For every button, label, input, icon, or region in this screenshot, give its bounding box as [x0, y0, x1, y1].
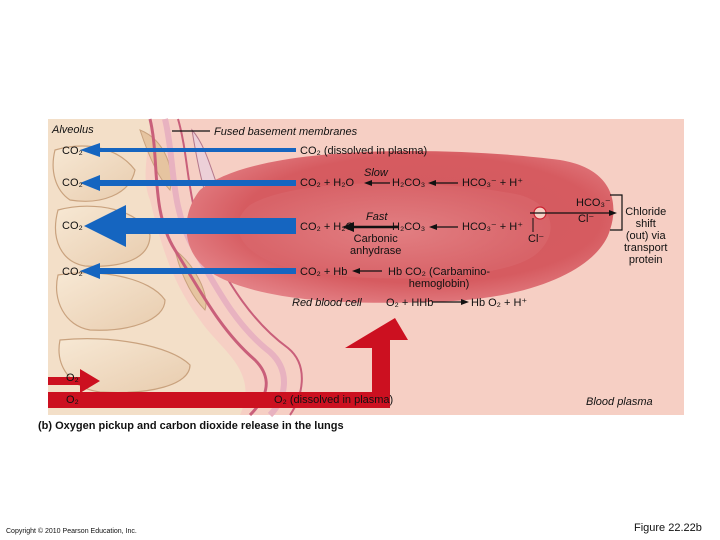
- eq4-left: O₂ + HHb: [386, 297, 434, 309]
- eq2-ions: HCO₃⁻ + H⁺: [462, 221, 524, 233]
- chloride-shift-label: Chloride shift (out) via transport prote…: [624, 206, 668, 266]
- eq1-left: CO₂ + H₂O: [300, 177, 355, 189]
- co2-label-2: CO₂: [62, 177, 83, 189]
- co2-arrow-4: [80, 263, 296, 279]
- slow-label: Slow: [364, 167, 388, 179]
- eq3-left: CO₂ + Hb: [300, 266, 348, 278]
- fused-membranes-label: Fused basement membranes: [214, 126, 358, 138]
- carbonic-anhydrase-label: Carbonic anhydrase: [350, 233, 402, 257]
- blood-plasma-label: Blood plasma: [586, 396, 653, 408]
- eq2-left: CO₂ + H₂O: [300, 221, 355, 233]
- red-blood-cell-label: Red blood cell: [292, 297, 362, 309]
- alveolus-label: Alveolus: [52, 124, 94, 136]
- o2-label-2: O₂: [66, 394, 79, 406]
- eq2-mid: H₂CO₃: [392, 221, 426, 233]
- co2-arrow-1: [80, 143, 296, 157]
- co2-dissolved-label: CO₂ (dissolved in plasma): [300, 145, 428, 157]
- cl-out-label: Cl⁻: [578, 213, 595, 225]
- o2-arrow: [48, 318, 408, 408]
- eq4-right: Hb O₂ + H⁺: [471, 297, 528, 309]
- eq1-ions: HCO₃⁻ + H⁺: [462, 177, 524, 189]
- eq1-right: H₂CO₃: [392, 177, 426, 189]
- eq3-right: Hb CO₂ (Carbamino- hemoglobin): [388, 266, 491, 290]
- co2-arrow-2: [80, 175, 296, 191]
- co2-arrow-3: [84, 205, 296, 247]
- copyright-notice: Copyright © 2010 Pearson Education, Inc.: [6, 528, 137, 535]
- co2-label-1: CO₂: [62, 145, 83, 157]
- co2-arrows: [80, 143, 296, 279]
- reaction-arrows: [342, 180, 623, 305]
- o2-dissolved-label: O₂ (dissolved in plasma): [274, 394, 394, 406]
- red-blood-cell-shape: [186, 150, 614, 303]
- cl-inside-label: Cl⁻: [528, 233, 545, 245]
- figure-number: Figure 22.22b: [634, 522, 702, 534]
- co2-label-4: CO₂: [62, 266, 83, 278]
- o2-label-1: O₂: [66, 372, 79, 384]
- co2-label-3: CO₂: [62, 220, 83, 232]
- figure-caption: (b) Oxygen pickup and carbon dioxide rel…: [38, 420, 344, 432]
- fast-label: Fast: [366, 211, 388, 223]
- hco3-out-label: HCO₃⁻: [576, 197, 611, 209]
